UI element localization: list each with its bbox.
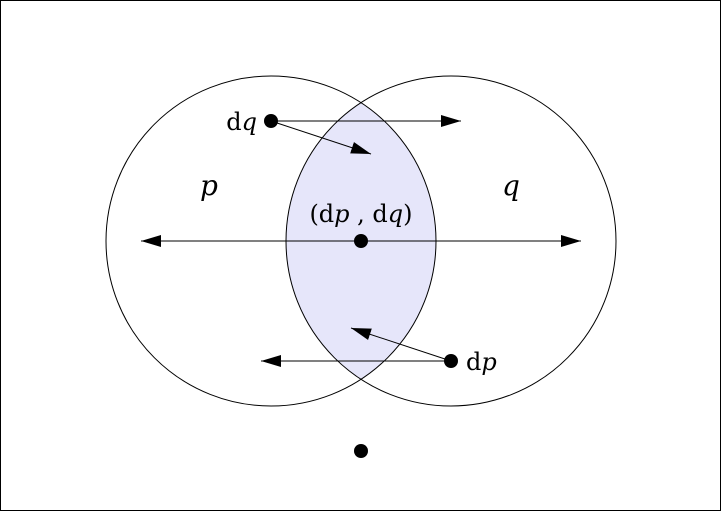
label-dq: dq — [226, 108, 257, 136]
point-bottom — [354, 444, 368, 458]
point-dp — [444, 354, 458, 368]
label-dp: dp — [466, 348, 497, 376]
label-pair: (dp , dq) — [309, 200, 412, 228]
point-center — [354, 234, 368, 248]
label-set-p: p — [200, 169, 218, 202]
label-set-q: q — [502, 169, 520, 202]
arrow-dq-diagonal — [270, 120, 372, 155]
point-dq — [264, 114, 278, 128]
arrow-dp-diagonal — [350, 327, 452, 362]
